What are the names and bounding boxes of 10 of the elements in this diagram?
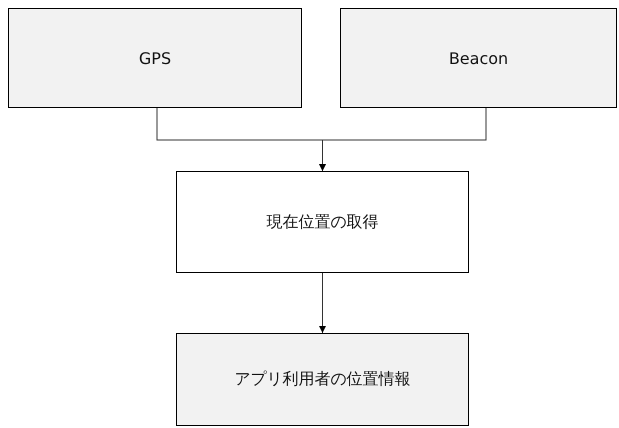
box-label: GPS (138, 48, 172, 68)
process-box (340, 8, 617, 108)
process-box (176, 171, 469, 273)
connector-arrow (319, 272, 326, 334)
connector-arrow (319, 108, 486, 172)
process-box (176, 333, 469, 426)
box-label: Beacon (448, 48, 508, 68)
box-label: 現在位置の取得 (266, 212, 378, 232)
process-box (8, 8, 302, 108)
box-label: アプリ利用者の位置情報 (234, 369, 410, 390)
